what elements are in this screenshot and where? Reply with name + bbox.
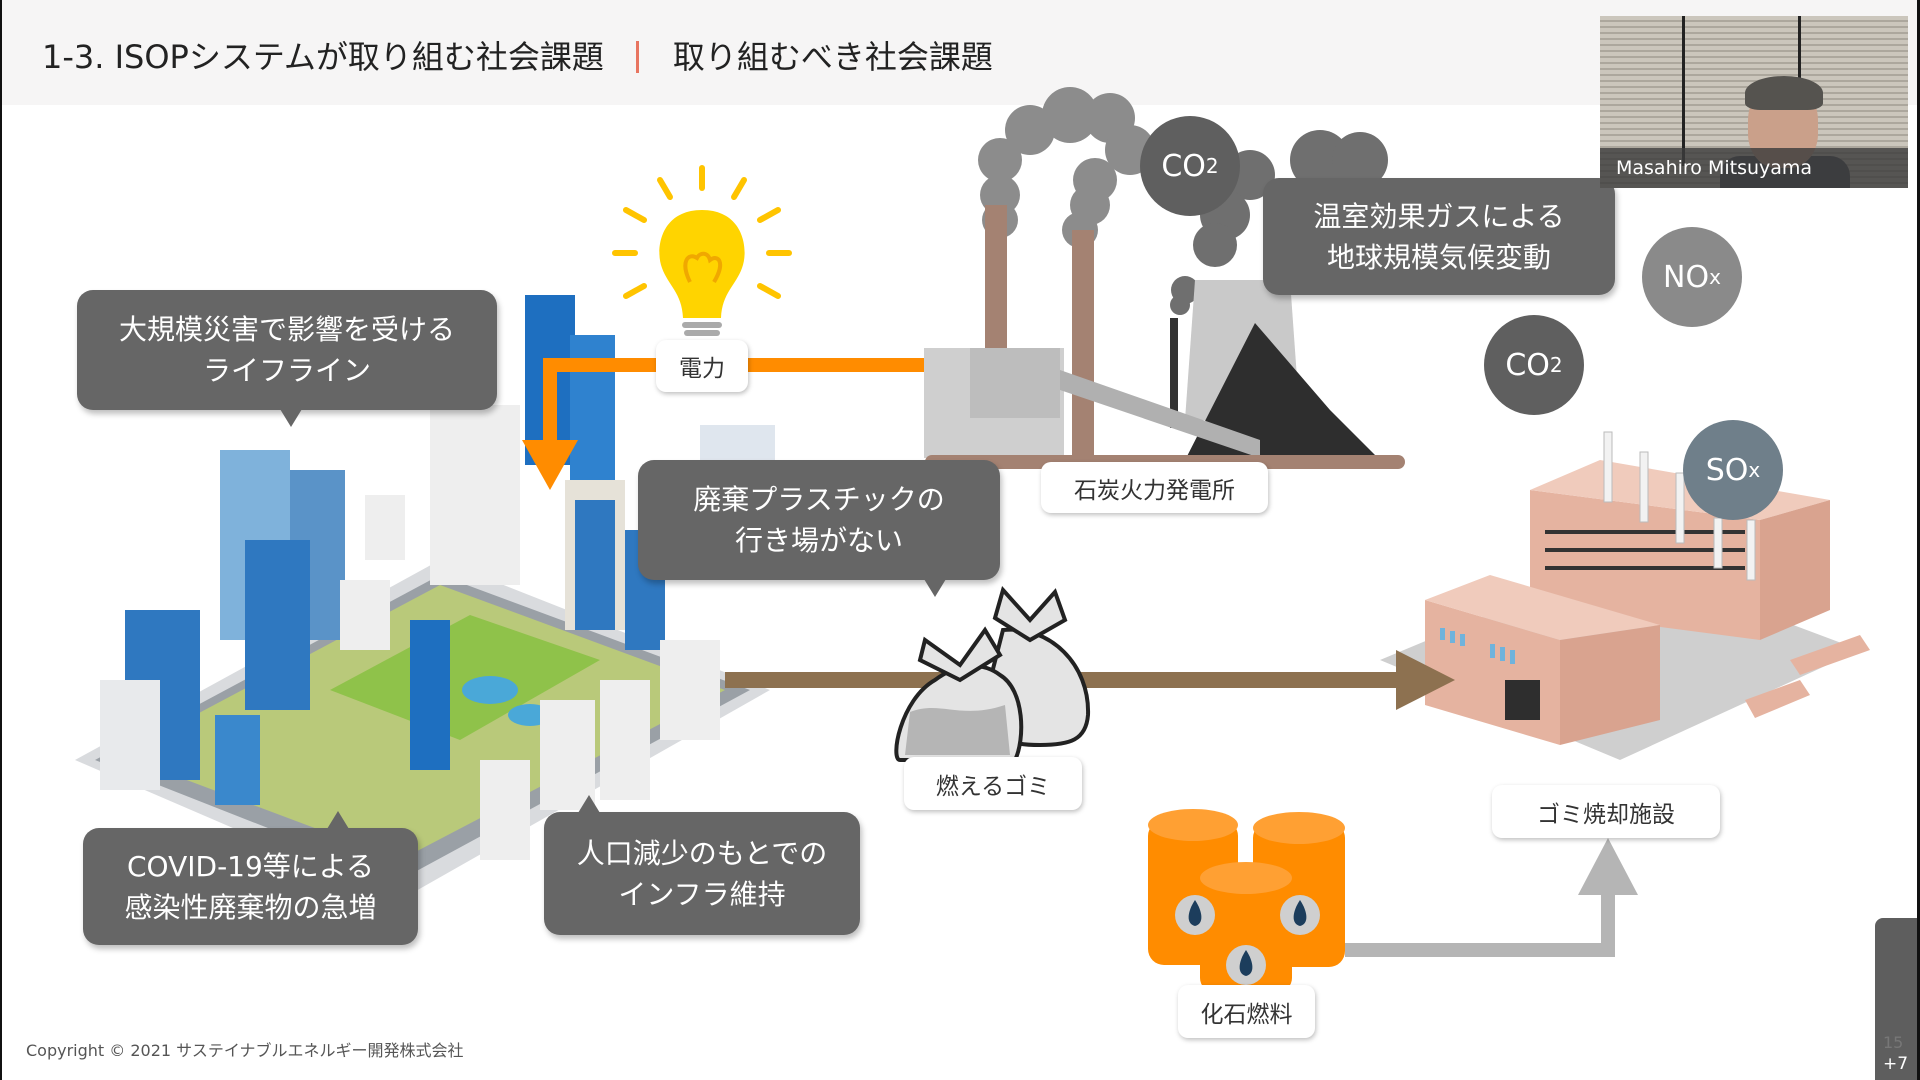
incinerator-illustration — [1380, 431, 1870, 760]
bubble-climate-change: 温室効果ガスによる地球規模気候変動 — [1263, 178, 1615, 295]
copyright-text: Copyright © 2021 サステイナブルエネルギー開発株式会社 — [26, 1041, 464, 1060]
co2-subscript: 2 — [1549, 353, 1563, 377]
sox-text: SO — [1705, 452, 1749, 488]
city-illustration — [75, 295, 775, 900]
nox-subscript: x — [1709, 265, 1721, 289]
bubble-pointer — [578, 795, 600, 813]
electricity-arrowhead — [522, 440, 578, 490]
slide-title-sub: 取り組むべき社会課題 — [672, 38, 993, 76]
co2-text: CO — [1505, 347, 1550, 383]
more-participants-count[interactable]: +7 — [1883, 1054, 1909, 1074]
bubble-pointer — [280, 409, 302, 427]
participant-hair — [1745, 76, 1823, 110]
bubble-population-decline: 人口減少のもとでのインフラ維持 — [544, 795, 860, 935]
lightbulb-icon — [612, 165, 792, 336]
garbage-bags-icon — [894, 585, 1091, 762]
label-fossil-fuel: 化石燃料 — [1178, 985, 1315, 1038]
bubble-line: 地球規模気候変動 — [1326, 240, 1551, 274]
bubble-line: 行き場がない — [734, 524, 903, 557]
bubble-pointer — [924, 579, 946, 597]
co2-subscript: 2 — [1205, 154, 1219, 178]
window-border-left — [0, 0, 2, 1080]
slide-title-main: 1-3. ISOPシステムが取り組む社会課題 — [42, 38, 604, 76]
blind-cord — [1682, 16, 1685, 166]
bubble-line: COVID-19等による — [127, 849, 374, 883]
participant-name: Masahiro Mitsuyama — [1600, 148, 1908, 188]
participant-video-tile[interactable]: Masahiro Mitsuyama — [1600, 16, 1908, 188]
label-coal-plant: 石炭火力発電所 — [1041, 462, 1268, 513]
bubble-lifeline: 大規模災害で影響を受けるライフライン — [77, 290, 497, 427]
bubble-line: 温室効果ガスによる — [1313, 199, 1565, 233]
bubble-line: 廃棄プラスチックの — [693, 483, 945, 516]
bubble-pointer — [327, 811, 349, 829]
participants-overflow-panel[interactable]: 15 +7 — [1875, 918, 1917, 1080]
bubble-line: インフラ維持 — [618, 877, 786, 911]
waste-arrow — [725, 650, 1455, 710]
bubble-line: 人口減少のもとでの — [576, 836, 828, 870]
bubble-plastic-waste: 廃棄プラスチックの行き場がない — [638, 460, 1000, 597]
fuel-line — [1345, 943, 1615, 957]
slide-title: 1-3. ISOPシステムが取り組む社会課題 取り組むべき社会課題 — [42, 32, 993, 78]
window-border-right — [1917, 0, 1920, 1080]
fuel-line-up — [1601, 885, 1615, 957]
bubble-covid-waste: COVID-19等による感染性廃棄物の急増 — [83, 811, 418, 945]
label-burnable-waste: 燃えるゴミ — [904, 757, 1082, 810]
co2-text: CO — [1161, 148, 1206, 184]
bubble-line: 感染性廃棄物の急増 — [124, 890, 377, 924]
bubble-line: ライフライン — [202, 354, 371, 387]
nox-text: NO — [1663, 259, 1710, 295]
bubble-line: 大規模災害で影響を受ける — [118, 313, 455, 346]
label-electricity: 電力 — [656, 340, 748, 392]
electricity-line-down — [543, 358, 557, 448]
title-separator — [635, 41, 639, 73]
oil-barrels-icon — [1148, 809, 1345, 992]
fuel-arrowhead — [1578, 838, 1638, 895]
sox-subscript: x — [1748, 458, 1761, 482]
waste-arrowhead — [1396, 650, 1455, 710]
label-incinerator: ゴミ焼却施設 — [1492, 785, 1720, 838]
slide-header: 1-3. ISOPシステムが取り組む社会課題 取り組むべき社会課題 — [2, 0, 1917, 105]
fuel-arrow — [1345, 838, 1638, 957]
page-number: 15 — [1883, 1033, 1904, 1052]
